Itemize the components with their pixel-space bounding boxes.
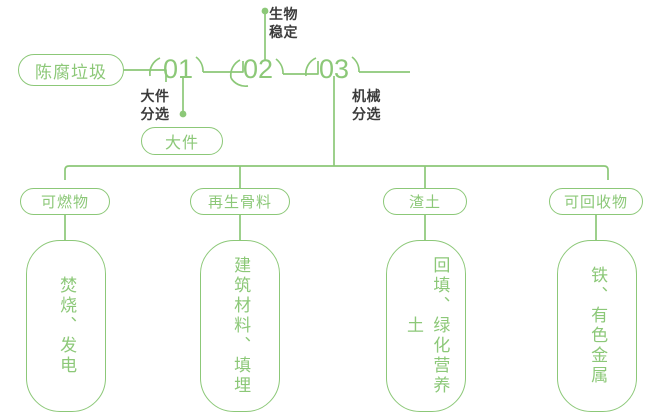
step-number-02[interactable]: 02 [243,54,274,84]
arc-02-tail [230,77,249,88]
node-output-aggregate[interactable]: 再生骨料 [190,188,290,215]
step-caption-03: 机械 分选 [352,88,381,122]
detail-text-aggregate: 建筑材料、填埋 [231,256,251,396]
step-caption-01: 大件 分选 [140,88,170,122]
detail-text-recyclable: 铁、有色金属 [588,266,608,386]
arc-02-upper [229,59,241,79]
wire-01-to-02 [203,61,244,73]
detail-text-combustible: 焚烧、发电 [57,276,77,376]
node-dot-bulky [179,110,187,118]
wire-02-to-03 [283,61,319,75]
wire-distribution-bus [64,165,609,180]
arc-01-upper [148,57,161,77]
node-output-recyclable[interactable]: 可回收物 [549,188,643,215]
detail-box-recyclable[interactable]: 铁、有色金属 [557,240,637,412]
detail-box-aggregate[interactable]: 建筑材料、填埋 [200,240,280,412]
detail-text-slag: 回填、绿化营养土 [404,256,450,396]
step-number-01[interactable]: 01 [163,54,194,84]
step-caption-02: 生物 稳定 [269,6,298,40]
arc-02-lower [275,58,284,75]
arc-01-lower [195,56,204,73]
step-number-03[interactable]: 03 [319,54,350,84]
wire-root-to-01 [124,69,167,82]
node-output-slag[interactable]: 渣土 [383,188,467,215]
detail-box-combustible[interactable]: 焚烧、发电 [26,240,106,412]
node-dot-bio [261,7,269,15]
node-root-waste[interactable]: 陈腐垃圾 [18,54,124,86]
arc-03-upper [304,57,317,77]
arc-03-lower [351,56,360,73]
detail-box-slag[interactable]: 回填、绿化营养土 [386,240,466,412]
node-output-bulky[interactable]: 大件 [141,127,223,155]
node-output-combustible[interactable]: 可燃物 [20,188,110,215]
